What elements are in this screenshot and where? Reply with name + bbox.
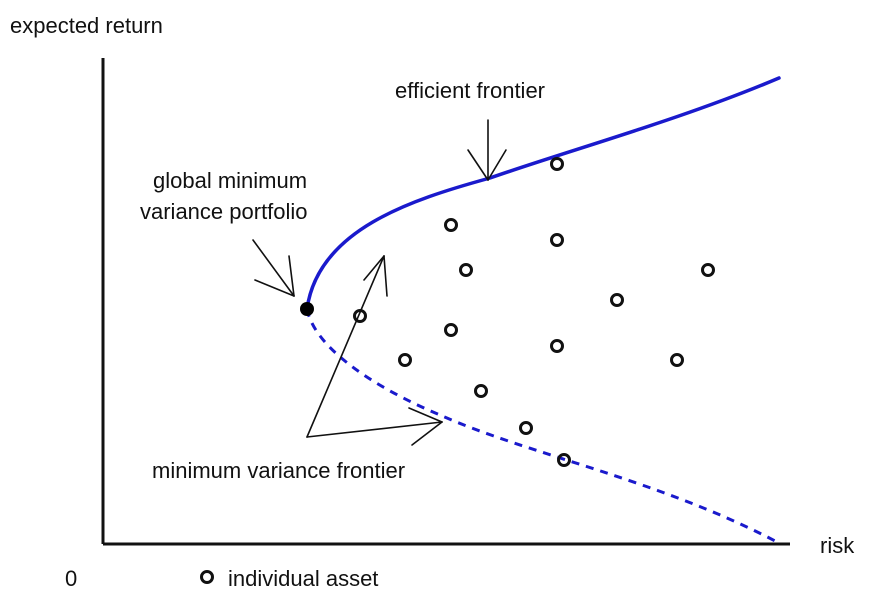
- legend-asset-label: individual asset: [228, 566, 378, 591]
- asset-marker: [444, 218, 458, 232]
- asset-marker: [398, 353, 412, 367]
- min-variance-frontier-arrows: [306, 255, 443, 446]
- asset-marker: [550, 233, 564, 247]
- y-axis-label: expected return: [10, 13, 163, 38]
- gmv-point: [300, 302, 314, 316]
- asset-marker: [670, 353, 684, 367]
- min-variance-frontier-label: minimum variance frontier: [152, 458, 405, 483]
- legend: individual asset: [200, 566, 378, 591]
- efficient-frontier-arrow: [467, 119, 507, 181]
- efficient-frontier-label: efficient frontier: [395, 78, 545, 103]
- asset-marker: [474, 384, 488, 398]
- origin-label: 0: [65, 566, 77, 591]
- asset-marker: [444, 323, 458, 337]
- asset-marker: [550, 339, 564, 353]
- gmv-label-line2: variance portfolio: [140, 199, 308, 224]
- asset-marker: [701, 263, 715, 277]
- asset-marker: [610, 293, 624, 307]
- asset-marker: [519, 421, 533, 435]
- asset-marker: [557, 453, 571, 467]
- asset-marker: [459, 263, 473, 277]
- lower-frontier-dashed-curve: [305, 308, 780, 545]
- gmv-arrow: [252, 239, 295, 297]
- x-axis-label: risk: [820, 533, 855, 558]
- individual-assets: [353, 157, 715, 467]
- legend-asset-marker: [200, 570, 214, 584]
- asset-marker: [550, 157, 564, 171]
- gmv-label-line1: global minimum: [153, 168, 307, 193]
